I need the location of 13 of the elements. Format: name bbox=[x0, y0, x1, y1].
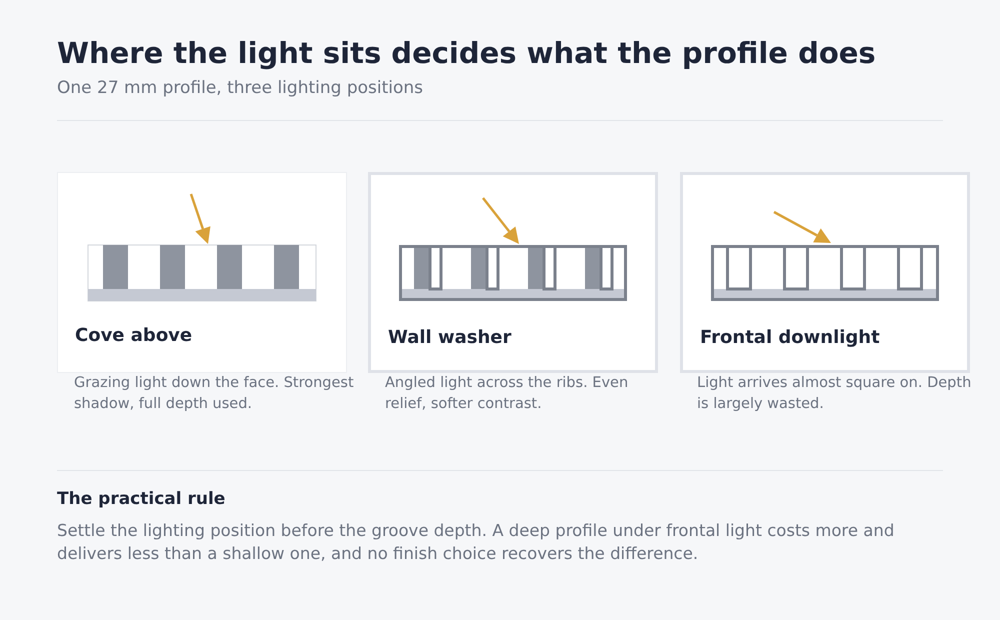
card-heading: Cove above bbox=[75, 325, 192, 346]
card-description: Light arrives almost square on. Depth is largely wasted. bbox=[697, 374, 972, 414]
card-description: Grazing light down the face. Strongest shadow, full depth used. bbox=[74, 374, 354, 414]
card-heading: Wall washer bbox=[388, 327, 512, 348]
lighting-card bbox=[680, 172, 970, 373]
title: Where the light sits decides what the profile does bbox=[57, 36, 876, 70]
lighting-card bbox=[57, 172, 347, 373]
card-description: Angled light across the ribs. Even relief, softer contrast. bbox=[385, 374, 630, 414]
subtitle: One 27 mm profile, three lighting positions bbox=[57, 78, 424, 98]
rule-paragraph: Settle the lighting position before the groove depth. A deep profile under frontal light costs more and delivers less than a shallow one, and no finish choice recovers the difference. bbox=[57, 520, 896, 565]
lighting-card bbox=[368, 172, 658, 373]
card-heading: Frontal downlight bbox=[700, 327, 880, 348]
section-heading: The practical rule bbox=[57, 489, 226, 509]
